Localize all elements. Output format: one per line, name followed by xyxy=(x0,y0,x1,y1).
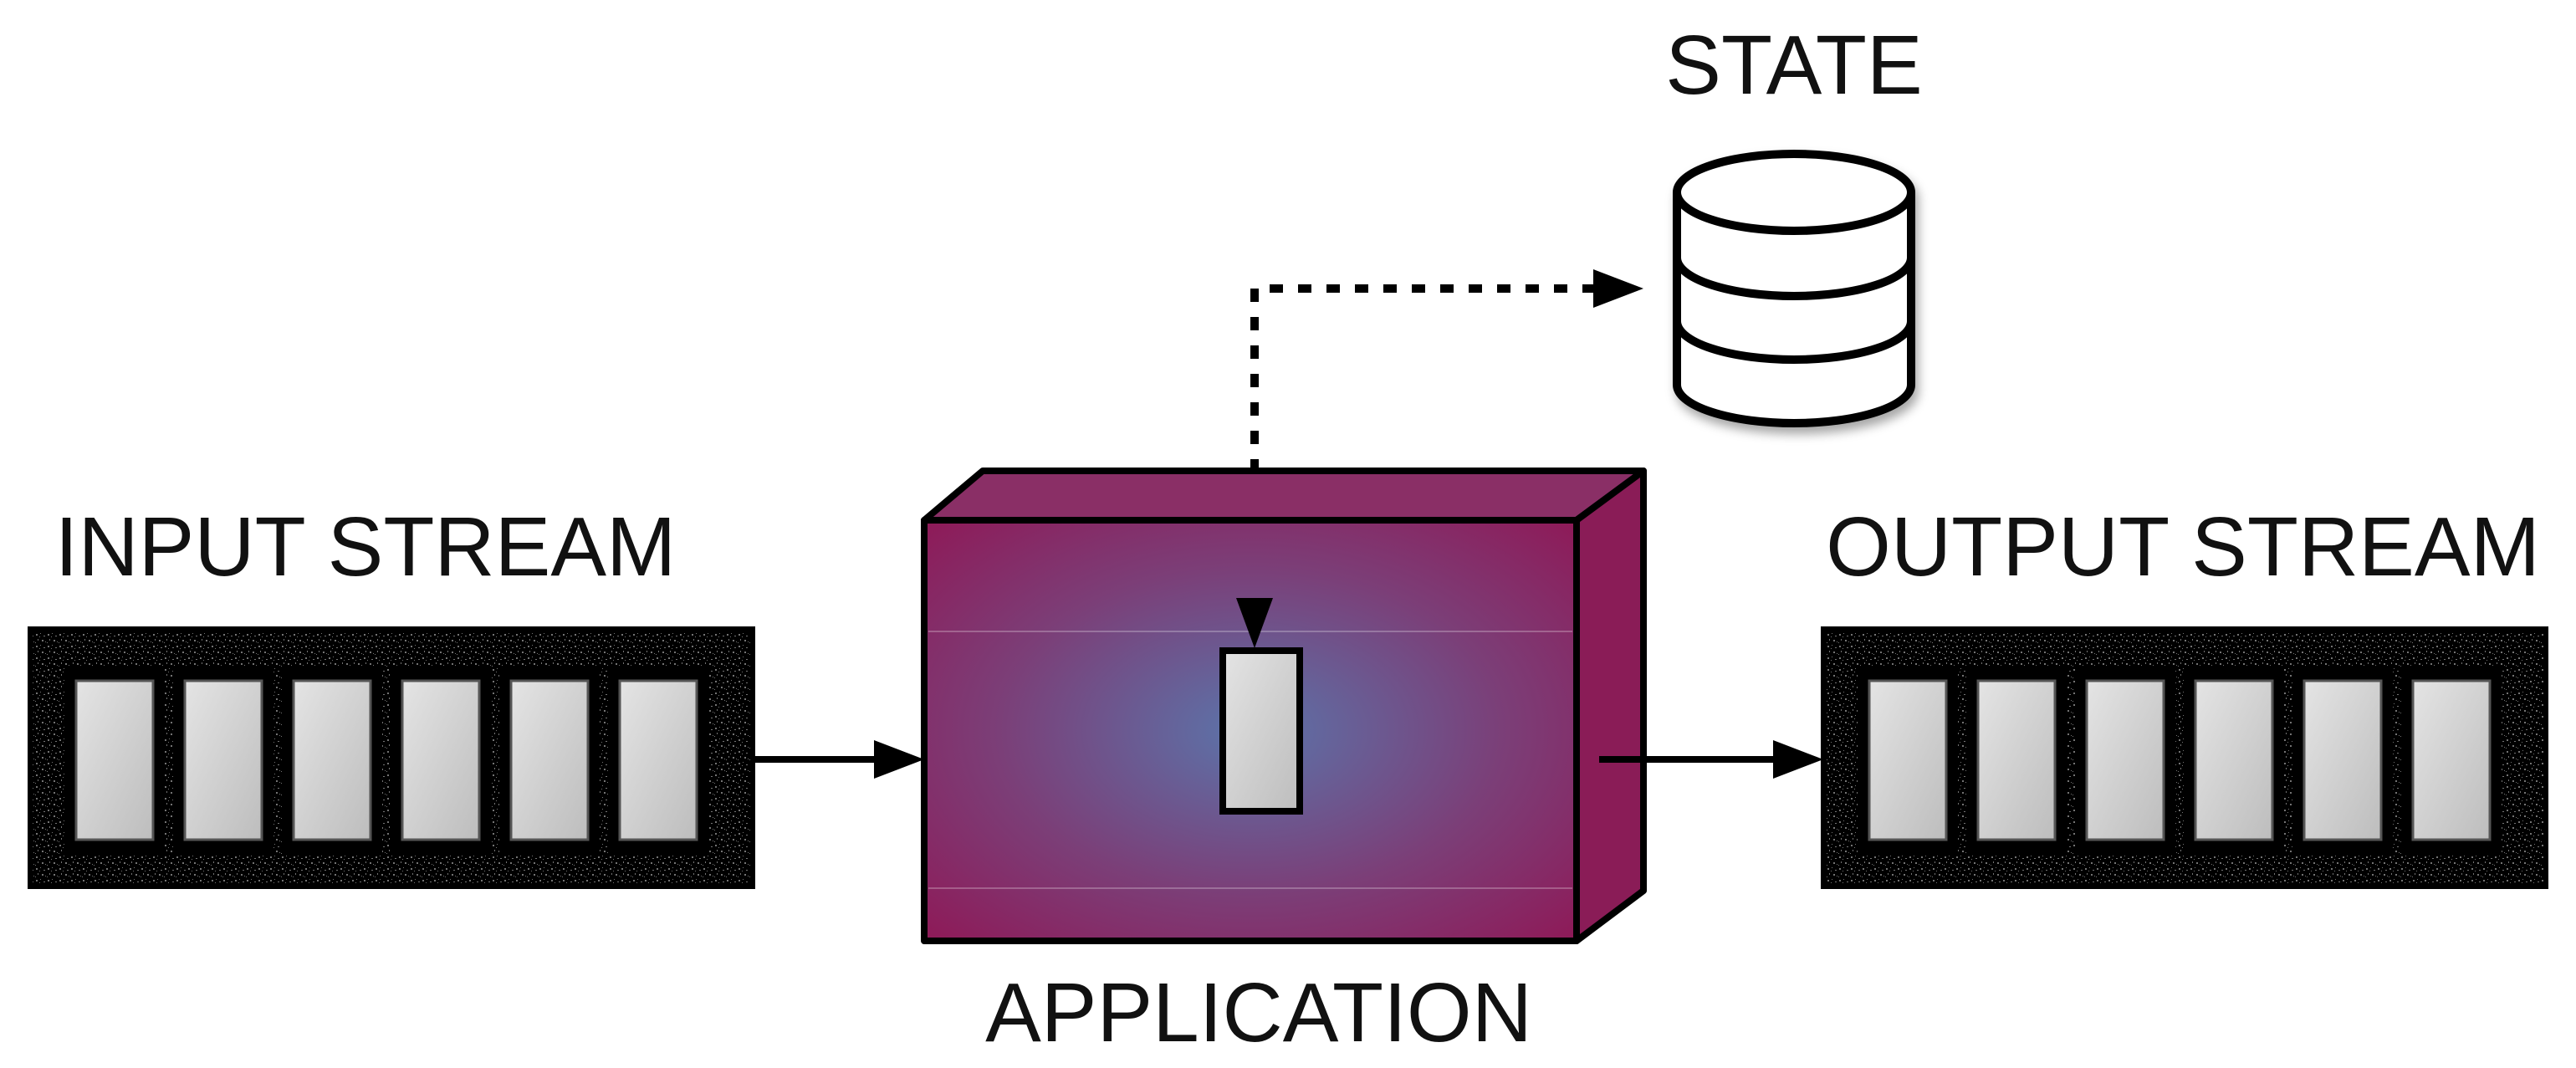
input-stream-record xyxy=(183,679,263,841)
input-stream-record xyxy=(401,679,481,841)
input-stream xyxy=(28,626,755,889)
input-stream-record xyxy=(292,679,372,841)
output-stream xyxy=(1821,626,2548,889)
state-connector xyxy=(1250,284,1610,615)
output-arrowhead xyxy=(1773,740,1823,779)
application-label: APPLICATION xyxy=(985,966,1532,1060)
input-stream-record xyxy=(618,679,698,841)
output-stream-record xyxy=(1976,679,2057,841)
input-stream-record xyxy=(509,679,590,841)
arrowhead-to-record xyxy=(1236,598,1273,648)
output-stream-record xyxy=(2194,679,2274,841)
output-stream-record xyxy=(2085,679,2165,841)
input-arrowhead xyxy=(874,740,924,779)
application-side-face xyxy=(1573,468,1647,944)
output-stream-record xyxy=(1868,679,1948,841)
application-top-face xyxy=(921,468,1647,524)
state-label: STATE xyxy=(1665,18,1922,112)
database-icon xyxy=(1673,150,1915,427)
input-record-group xyxy=(64,666,708,855)
output-stream-record xyxy=(2411,679,2492,841)
arrowhead-to-state xyxy=(1593,269,1643,308)
output-stream-record xyxy=(2303,679,2383,841)
input-stream-label: INPUT STREAM xyxy=(55,500,677,594)
output-stream-label: OUTPUT STREAM xyxy=(1826,500,2540,594)
input-stream-record xyxy=(74,679,155,841)
processed-record xyxy=(1219,647,1303,815)
output-record-group xyxy=(1858,666,2502,855)
